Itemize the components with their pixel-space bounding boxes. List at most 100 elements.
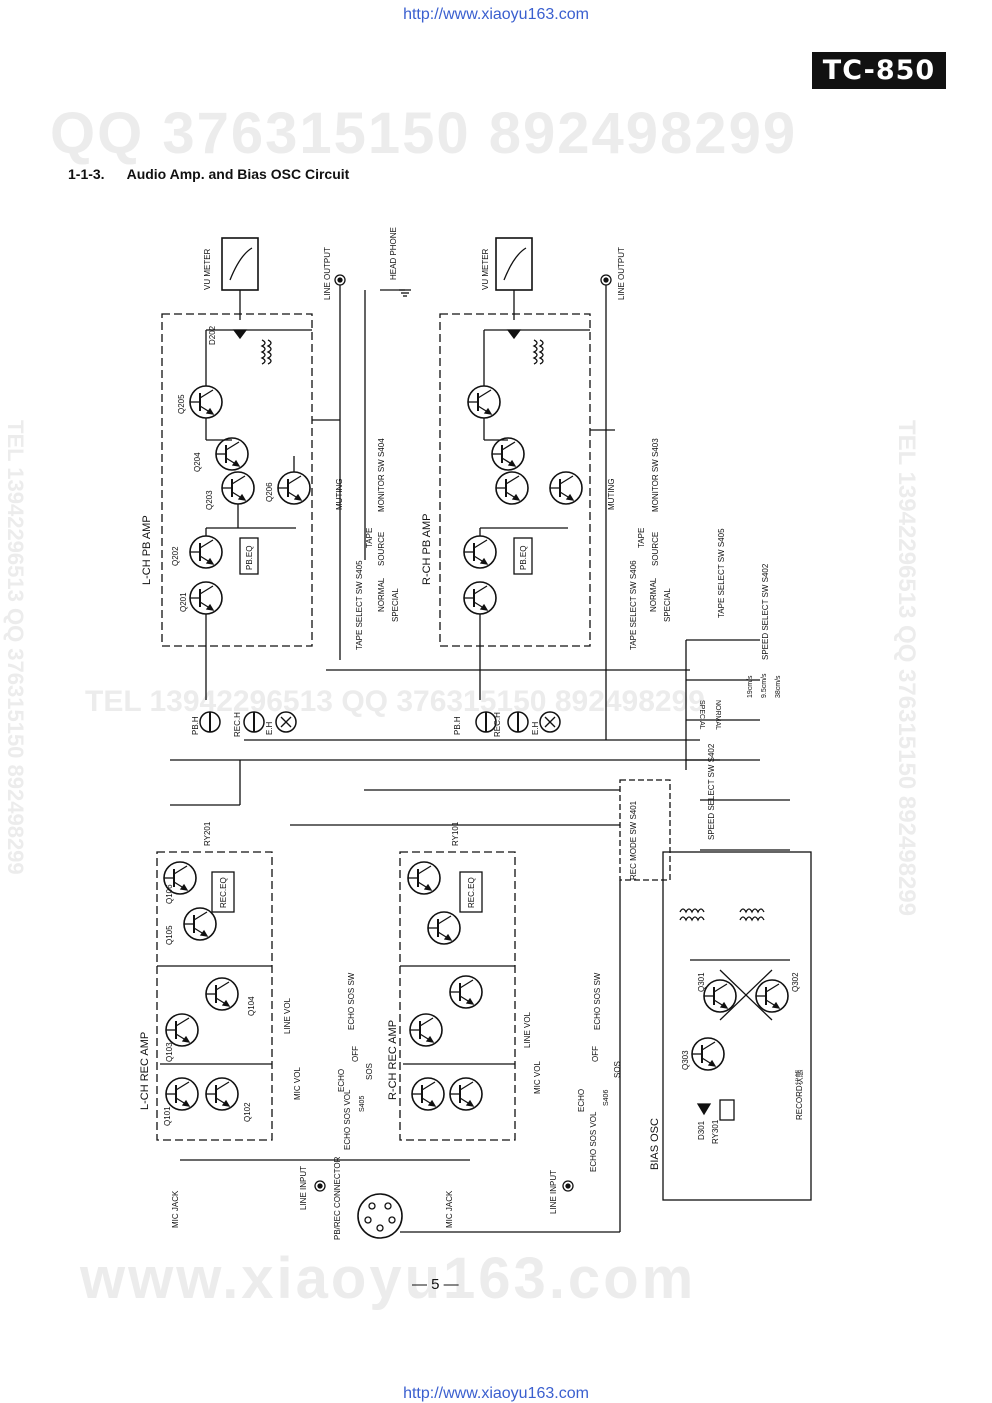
section-title: 1-1-3. Audio Amp. and Bias OSC Circuit — [68, 166, 349, 182]
svg-text:Q104: Q104 — [247, 996, 256, 1016]
label-echo-sos-sw-l: ECHO SOS SW — [347, 972, 356, 1030]
label-tape-select-r: TAPE SELECT SW S406 — [629, 560, 638, 650]
svg-text:S405: S405 — [359, 1096, 366, 1112]
label-tape-select-l: TAPE SELECT SW S405 — [355, 560, 364, 650]
svg-text:SOURCE: SOURCE — [377, 532, 386, 566]
transistor-q303 — [691, 1037, 725, 1071]
label-pb-eq-l: PB.EQ — [245, 546, 254, 570]
svg-text:LINE VOL: LINE VOL — [283, 997, 292, 1034]
svg-text:REC.H: REC.H — [493, 712, 502, 737]
label-rec-mode-sw: REC MODE SW S401 — [629, 800, 638, 880]
label-rec-eq-l: REC.EQ — [219, 877, 228, 908]
transistor-q202 — [189, 535, 223, 569]
block-r-rec-amp: R-CH REC AMP REC.EQ — [387, 851, 516, 1141]
svg-text:MIC VOL: MIC VOL — [293, 1067, 302, 1100]
svg-text:NORMAL: NORMAL — [649, 577, 658, 612]
label-l-rec-amp: L-CH REC AMP — [139, 1032, 151, 1110]
svg-text:9.5cm/s: 9.5cm/s — [761, 673, 768, 698]
svg-text:MUTING: MUTING — [607, 478, 616, 510]
svg-text:NORMAL: NORMAL — [714, 700, 721, 730]
label-line-output-l: LINE OUTPUT — [323, 247, 332, 300]
label-monitor-sw-r: MONITOR SW S403 — [651, 438, 660, 512]
svg-text:SOURCE: SOURCE — [651, 532, 660, 566]
svg-text:RY301: RY301 — [711, 1119, 720, 1144]
svg-text:REC.H: REC.H — [233, 712, 242, 737]
label-pb-rec-connector: PB/REC CONNECTOR — [333, 1156, 342, 1240]
svg-text:TAPE: TAPE — [637, 528, 646, 548]
svg-text:Q301: Q301 — [697, 972, 706, 992]
svg-text:SPECIAL: SPECIAL — [698, 700, 705, 730]
transistor-r101 — [411, 1077, 445, 1111]
transistor-q203 — [221, 471, 255, 505]
svg-text:Q205: Q205 — [177, 394, 186, 414]
label-head-phone: HEAD PHONE — [389, 227, 398, 280]
transistor-r-mute — [549, 471, 583, 505]
svg-text:ECHO: ECHO — [337, 1069, 346, 1092]
svg-text:Q206: Q206 — [265, 482, 274, 502]
label-monitor-sw-l: MONITOR SW S404 — [377, 438, 386, 512]
section-number: 1-1-3. — [68, 166, 105, 182]
label-bias-osc: BIAS OSC — [649, 1118, 661, 1170]
label-rec-eq-r: REC.EQ — [467, 877, 476, 908]
head-erase-l — [275, 711, 297, 733]
svg-text:19cm/s: 19cm/s — [747, 675, 754, 698]
label-line-input-r: LINE INPUT — [549, 1170, 558, 1214]
transistor-q103 — [165, 1013, 199, 1047]
label-l-pb-amp: L-CH PB AMP — [141, 515, 153, 585]
svg-text:S406: S406 — [603, 1090, 610, 1106]
svg-text:OFF: OFF — [591, 1046, 600, 1062]
transistor-q301 — [703, 979, 737, 1013]
svg-text:Q201: Q201 — [179, 592, 188, 612]
svg-text:D301: D301 — [697, 1120, 706, 1140]
model-badge: TC-850 — [812, 52, 946, 89]
transistor-r105 — [427, 911, 461, 945]
label-r-rec-amp: R-CH REC AMP — [387, 1020, 399, 1100]
section-title-text: Audio Amp. and Bias OSC Circuit — [126, 166, 350, 182]
block-l-rec-amp: L-CH REC AMP Q106 Q105 Q104 Q103 Q101 Q1… — [139, 851, 273, 1141]
label-vu-meter-l: VU METER — [203, 248, 212, 290]
transistor-r-mid — [495, 471, 529, 505]
svg-text:PB.H: PB.H — [453, 716, 462, 735]
transistor-q204 — [215, 437, 249, 471]
svg-text:Q202: Q202 — [171, 546, 180, 566]
block-r-pb-amp: R-CH PB AMP VU METER PB.EQ MUTING — [421, 237, 616, 700]
svg-text:Q101: Q101 — [163, 1106, 172, 1126]
svg-text:OFF: OFF — [351, 1046, 360, 1062]
transistor-r104 — [449, 975, 483, 1009]
label-relay-l: RY201 — [203, 821, 212, 846]
svg-text:TAPE: TAPE — [365, 528, 374, 548]
svg-text:Q303: Q303 — [681, 1050, 690, 1070]
svg-text:SOS: SOS — [365, 1063, 374, 1080]
label-relay-r: RY101 — [451, 821, 460, 846]
svg-text:38cm/s: 38cm/s — [775, 675, 782, 698]
transistor-r-pre1 — [463, 581, 497, 615]
svg-text:SPECIAL: SPECIAL — [391, 588, 400, 622]
label-line-output-r: LINE OUTPUT — [617, 247, 626, 300]
svg-text:E.H: E.H — [531, 721, 540, 735]
connector-pb-rec — [357, 1193, 403, 1239]
head-rec-l — [243, 711, 265, 733]
svg-text:MIC VOL: MIC VOL — [533, 1061, 542, 1094]
svg-text:Q103: Q103 — [165, 1042, 174, 1062]
svg-text:Q102: Q102 — [243, 1102, 252, 1122]
svg-text:Q302: Q302 — [791, 972, 800, 992]
transistor-r-pre2 — [463, 535, 497, 569]
label-r-pb-amp: R-CH PB AMP — [421, 513, 433, 585]
watermark-tel-middle: TEL 13942296513 QQ 376315150 892498299 — [85, 685, 705, 718]
svg-text:ECHO: ECHO — [577, 1089, 586, 1112]
svg-text:ECHO SOS VOL: ECHO SOS VOL — [343, 1089, 352, 1150]
label-mic-jack-l: MIC JACK — [171, 1190, 180, 1228]
watermark-site: www.xiaoyu163.com — [80, 1246, 697, 1311]
label-speed-select-sw: SPEED SELECT SW S402 — [707, 743, 716, 840]
svg-text:ECHO SOS VOL: ECHO SOS VOL — [589, 1111, 598, 1172]
header-url: http://www.xiaoyu163.com — [403, 6, 589, 23]
svg-text:Q203: Q203 — [205, 490, 214, 510]
transistor-q104 — [205, 977, 239, 1011]
transistor-q201 — [189, 581, 223, 615]
label-vu-meter-r: VU METER — [481, 248, 490, 290]
transistor-q102 — [205, 1077, 239, 1111]
transistor-r103 — [409, 1013, 443, 1047]
transistor-q302 — [755, 979, 789, 1013]
head-pb-l — [199, 711, 221, 733]
